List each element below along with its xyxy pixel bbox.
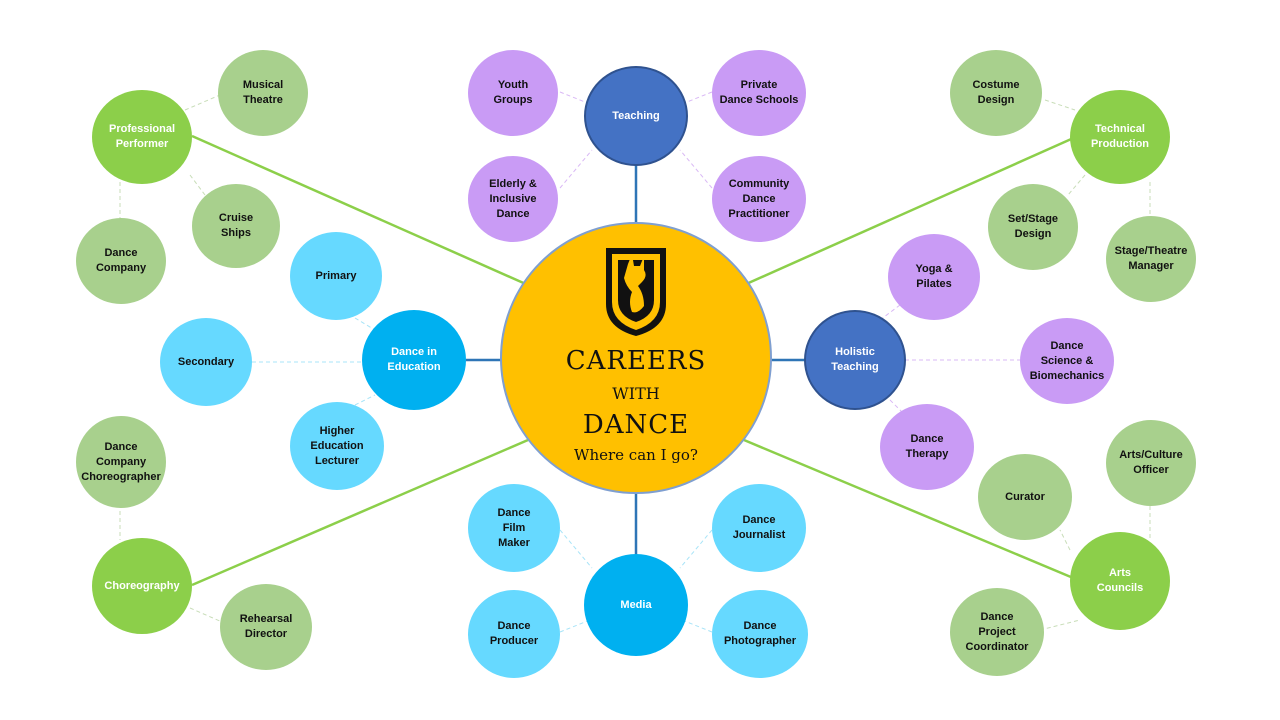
leaf-dance-science-biomechanics: Dance Science & Biomechanics [1020, 318, 1114, 404]
leaf-dance-company-choreographer: Dance Company Choreographer [76, 416, 166, 508]
leaf-label: Dance Science & Biomechanics [1029, 339, 1105, 382]
hub-label: Dance in Education [387, 346, 441, 373]
leaf-label: Elderly & Inclusive Dance [489, 177, 537, 220]
hub-professional-performer: Professional Performer [92, 90, 192, 184]
leaf-label: Secondary [177, 355, 235, 368]
leaf-label: Dance Photographer [723, 620, 797, 647]
leaf-label: Cruise Ships [218, 212, 254, 239]
leaf-label: Dance Company Choreographer [81, 440, 161, 483]
leaf-dance-film-maker: Dance Film Maker [468, 484, 560, 572]
leaf-label: Private Dance Schools [719, 79, 799, 106]
hub-teaching: Teaching [584, 66, 688, 166]
leaf-label: Stage/Theatre Manager [1114, 245, 1188, 272]
leaf-label: Costume Design [972, 79, 1020, 106]
hub-arts-councils: Arts Councils [1070, 532, 1170, 630]
hub-holistic-teaching: Holistic Teaching [804, 310, 906, 410]
leaf-label: Higher Education Lecturer [310, 424, 364, 467]
leaf-label: Arts/Culture Officer [1119, 449, 1183, 476]
hub-label: Professional Performer [108, 123, 176, 150]
leaf-rehearsal-director: Rehearsal Director [220, 584, 312, 670]
hub-media: Media [584, 554, 688, 656]
leaf-label: Primary [315, 269, 357, 282]
leaf-primary: Primary [290, 232, 382, 320]
leaf-cruise-ships: Cruise Ships [192, 184, 280, 268]
leaf-label: Dance Journalist [732, 514, 786, 541]
leaf-label: Yoga & Pilates [915, 263, 953, 290]
hub-dance-in-education: Dance in Education [362, 310, 466, 410]
hub-technical-production: Technical Production [1070, 90, 1170, 184]
leaf-label: Youth Groups [493, 79, 533, 106]
hub-label: Holistic Teaching [831, 346, 879, 373]
center-line-careers: CAREERS [565, 346, 707, 376]
leaf-dance-journalist: Dance Journalist [712, 484, 806, 572]
hub-label: Technical Production [1090, 123, 1150, 150]
leaf-musical-theatre: Musical Theatre [218, 50, 308, 136]
leaf-stage-theatre-manager: Stage/Theatre Manager [1106, 216, 1196, 302]
leaf-label: Dance Therapy [905, 433, 949, 460]
center-line-with: WITH [612, 384, 660, 403]
leaf-label: Musical Theatre [242, 79, 284, 106]
leaf-dance-project-coordinator: Dance Project Coordinator [950, 588, 1044, 676]
leaf-higher-education-lecturer: Higher Education Lecturer [290, 402, 384, 490]
center-line-subtitle: Where can I go? [574, 446, 698, 464]
leaf-label: Set/Stage Design [1007, 213, 1059, 240]
hub-label: Arts Councils [1096, 567, 1144, 594]
hub-label: Choreography [104, 579, 180, 592]
leaf-label: Dance Project Coordinator [965, 610, 1029, 653]
leaf-label: Community Dance Practitioner [728, 177, 790, 220]
leaf-curator: Curator [978, 454, 1072, 540]
leaf-costume-design: Costume Design [950, 50, 1042, 136]
leaf-dance-producer: Dance Producer [468, 590, 560, 678]
leaf-dance-company: Dance Company [76, 218, 166, 304]
center-line-dance: DANCE [582, 410, 690, 440]
leaf-dance-photographer: Dance Photographer [712, 590, 808, 678]
leaf-set-stage-design: Set/Stage Design [988, 184, 1078, 270]
hub-choreography: Choreography [92, 538, 192, 634]
leaf-dance-therapy: Dance Therapy [880, 404, 974, 490]
leaf-label: Rehearsal Director [239, 613, 293, 640]
leaf-yoga-pilates: Yoga & Pilates [888, 234, 980, 320]
academy-logo [606, 248, 666, 336]
leaf-community-dance-practitioner: Community Dance Practitioner [712, 156, 806, 242]
hub-label: Teaching [612, 109, 660, 122]
leaf-youth-groups: Youth Groups [468, 50, 558, 136]
leaf-elderly-inclusive-dance: Elderly & Inclusive Dance [468, 156, 558, 242]
leaf-private-dance-schools: Private Dance Schools [712, 50, 806, 136]
leaf-secondary: Secondary [160, 318, 252, 406]
leaf-label: Dance Producer [489, 620, 539, 647]
leaf-label: Curator [1005, 490, 1045, 503]
hub-label: Media [620, 598, 652, 611]
center-title-circle: CAREERS WITH DANCE Where can I go? [500, 222, 772, 494]
leaf-label: Dance Film Maker [497, 506, 531, 549]
leaf-arts-culture-officer: Arts/Culture Officer [1106, 420, 1196, 506]
leaf-label: Dance Company [95, 247, 147, 274]
